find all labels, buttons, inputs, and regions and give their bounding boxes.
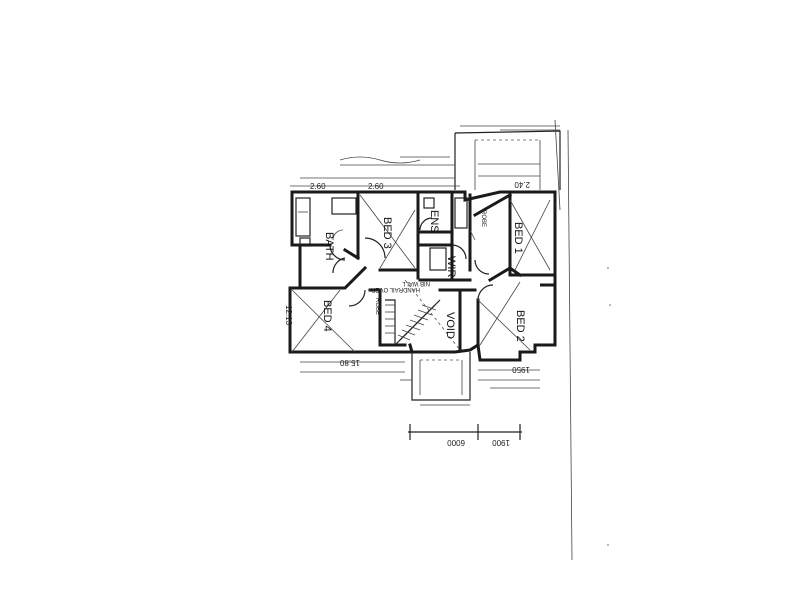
- room-label-ens: ENS: [428, 210, 440, 233]
- dim-bottom-right-small: 1950: [512, 365, 530, 374]
- note-nib-wall: NIB WALL: [402, 280, 430, 286]
- room-label-wir: WIR: [445, 256, 457, 277]
- door-swings: [329, 217, 494, 307]
- dimension-bar: [408, 424, 522, 440]
- note-robe-b: ROBE: [374, 298, 380, 315]
- top-annotations: [290, 129, 560, 187]
- interior-walls: [298, 190, 557, 352]
- exterior-walls: [288, 190, 557, 362]
- room-label-bath: BATH: [323, 232, 335, 261]
- dim-bath-ceiling: 2.60: [310, 182, 326, 191]
- dim-left-side: 12.13: [284, 305, 293, 326]
- dim-bottom-right: 1900: [492, 438, 510, 447]
- ceiling-diagonals: [291, 194, 551, 353]
- bottom-annotations: [300, 361, 540, 406]
- note-robe-a: ROBE: [480, 210, 486, 227]
- note-handrail: HANDRAIL OVER: [371, 286, 420, 292]
- dim-top-ens: 2.40: [514, 180, 530, 189]
- room-label-bed4: BED 4: [321, 300, 333, 332]
- scan-specks: [607, 267, 611, 546]
- dim-bottom-mid: 15.80: [339, 358, 360, 367]
- staircase: [385, 299, 441, 346]
- dim-bed3-ceiling: 2.60: [368, 182, 384, 191]
- room-label-bed2: BED 2: [514, 310, 526, 342]
- dim-bottom-left: 6000: [447, 438, 465, 447]
- room-label-bed1: BED 1: [512, 222, 524, 254]
- right-border-line: [567, 129, 573, 561]
- porch-outline: [400, 352, 471, 401]
- ensuite-fixtures: [423, 197, 476, 271]
- balcony-outline: [454, 119, 561, 211]
- room-label-void: VOID: [444, 312, 456, 339]
- bath-fixtures: [295, 197, 357, 247]
- room-label-bed3: BED 3: [381, 217, 393, 249]
